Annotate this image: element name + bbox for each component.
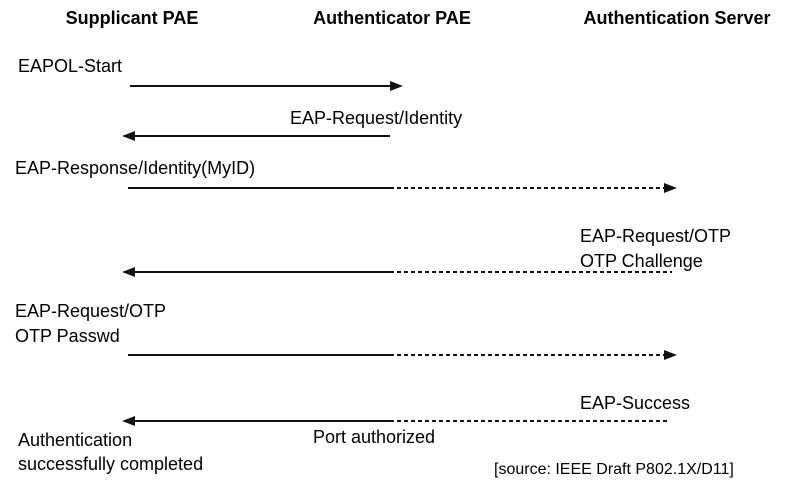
arrow-line-dashed: [390, 420, 670, 422]
arrowhead-right: [664, 350, 677, 360]
arrow-line-dashed: [390, 354, 665, 356]
arrow-line-solid: [133, 271, 390, 273]
annotation-auth-completed-line1: Authentication: [18, 430, 133, 450]
arrowhead-right: [390, 81, 403, 91]
arrow-line-dashed: [390, 271, 672, 273]
arrow-line-solid: [130, 85, 392, 87]
message-label-eap-success: EAP-Success: [580, 393, 691, 413]
arrowhead-right: [664, 183, 677, 193]
arrow-line-solid: [133, 420, 390, 422]
arrow-line-solid: [128, 187, 390, 189]
arrowhead-left: [122, 131, 135, 141]
arrowhead-left: [122, 416, 135, 426]
arrowhead-left: [122, 267, 135, 277]
annotation-auth-completed-line2: successfully completed: [18, 454, 204, 474]
message-label-eap-otp-passwd-line1: EAP-Request/OTP: [15, 301, 167, 321]
message-label-eap-request-otp: EAP-Request/OTP: [580, 226, 732, 246]
message-label-eap-response-identity: EAP-Response/Identity(MyID): [15, 158, 256, 178]
source-citation: [source: IEEE Draft P802.1X/D11]: [494, 461, 734, 478]
column-header-supplicant-pae: Supplicant PAE: [65, 8, 199, 28]
message-label-otp-challenge: OTP Challenge: [580, 251, 703, 271]
annotation-port-authorized: Port authorized: [313, 427, 436, 447]
arrow-line-solid: [133, 135, 390, 137]
column-header-authenticator-pae: Authenticator PAE: [313, 8, 471, 28]
message-label-eap-otp-passwd-line2: OTP Passwd: [15, 326, 120, 346]
arrow-line-dashed: [390, 187, 665, 189]
arrow-line-solid: [128, 354, 390, 356]
message-label-eapol-start: EAPOL-Start: [18, 56, 123, 76]
column-header-authentication-server: Authentication Server: [583, 8, 771, 28]
message-label-eap-request-identity: EAP-Request/Identity: [290, 108, 463, 128]
